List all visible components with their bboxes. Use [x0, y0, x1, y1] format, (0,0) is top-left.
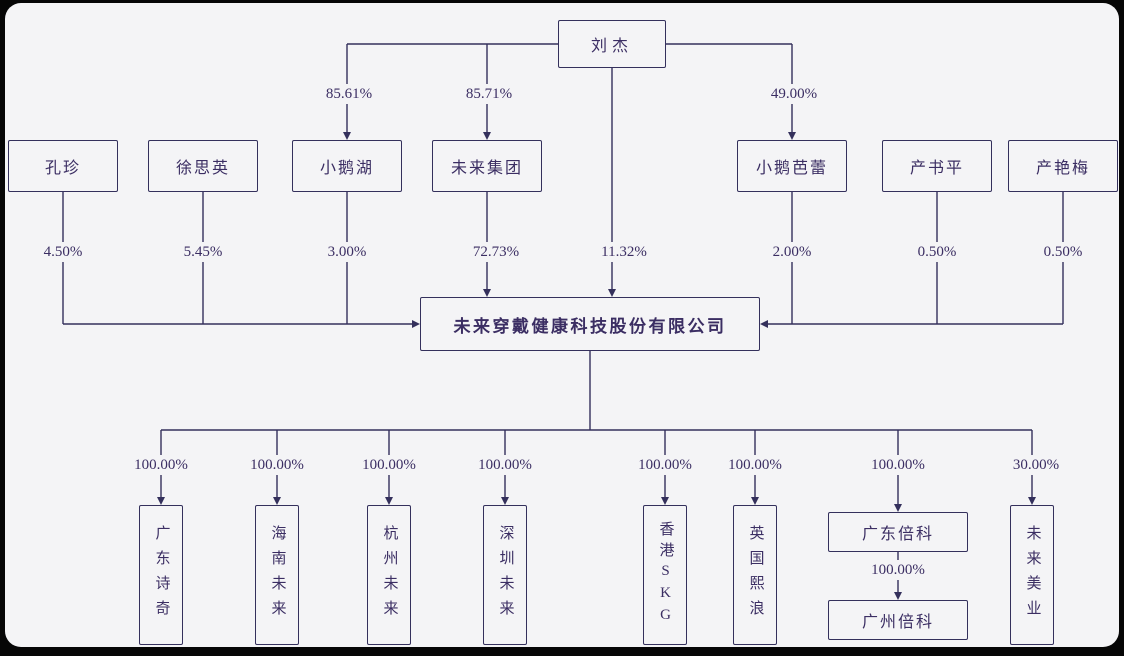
stake-label-root-to-weilai-group: 85.71% — [460, 84, 518, 104]
shareholder-label-chan-yanmei: 产艳梅 — [1035, 160, 1090, 177]
shareholder-box-kong-zhen: 孔珍 — [8, 140, 118, 192]
stake-label-xiao-e-balei: 2.00% — [767, 242, 817, 262]
stake-label-hongkong-skg: 100.00% — [633, 455, 697, 475]
subsidiary-label-guangzhou-beike: 广州倍科 — [861, 614, 934, 631]
subsidiary-label-hangzhou-weilai: 杭州未来 — [381, 525, 398, 625]
subsidiary-label-hainan-weilai: 海南未来 — [269, 525, 286, 625]
shareholder-label-weilai-group: 未来集团 — [450, 160, 523, 177]
subsidiary-label-yingguo-xilang: 英国熙浪 — [747, 525, 764, 625]
stake-label-root-to-xiao-e-hu: 85.61% — [320, 84, 378, 104]
shareholder-label-xiao-e-hu: 小鹅湖 — [319, 160, 374, 177]
stake-label-shenzhen-weilai: 100.00% — [473, 455, 537, 475]
stake-label-root-to-xiao-e-balei: 49.00% — [765, 84, 823, 104]
stake-label-guangdong-beike: 100.00% — [866, 455, 930, 475]
shareholder-box-chan-shuping: 产书平 — [882, 140, 992, 192]
stake-label-xu-siying: 5.45% — [178, 242, 228, 262]
subsidiary-label-hongkong-skg: 香港SKG — [657, 521, 674, 629]
shareholder-label-xiao-e-balei: 小鹅芭蕾 — [755, 160, 828, 177]
shareholder-label-chan-shuping: 产书平 — [909, 160, 964, 177]
shareholder-box-xiao-e-hu: 小鹅湖 — [292, 140, 402, 192]
subsidiary-box-yingguo-xilang: 英国熙浪 — [733, 505, 777, 645]
subsidiary-label-shenzhen-weilai: 深圳未来 — [497, 525, 514, 625]
subsidiary-box-shenzhen-weilai: 深圳未来 — [483, 505, 527, 645]
subsidiary-box-guangdong-shiqi: 广东诗奇 — [139, 505, 183, 645]
subsidiary-label-guangdong-beike: 广东倍科 — [861, 526, 934, 543]
stake-label-yingguo-xilang: 100.00% — [723, 455, 787, 475]
stake-label-hangzhou-weilai: 100.00% — [357, 455, 421, 475]
company-label: 未来穿戴健康科技股份有限公司 — [453, 316, 727, 336]
stake-label-hainan-weilai: 100.00% — [245, 455, 309, 475]
stake-label-weilai-meiye: 30.00% — [1007, 455, 1065, 475]
stake-label-kong-zhen: 4.50% — [38, 242, 88, 262]
shareholder-box-chan-yanmei: 产艳梅 — [1008, 140, 1118, 192]
subsidiary-label-guangdong-shiqi: 广东诗奇 — [153, 525, 170, 625]
shareholder-box-xu-siying: 徐思英 — [148, 140, 258, 192]
shareholder-box-xiao-e-balei: 小鹅芭蕾 — [737, 140, 847, 192]
subsidiary-label-weilai-meiye: 未来美业 — [1024, 525, 1041, 625]
stake-label-xiao-e-hu: 3.00% — [322, 242, 372, 262]
company-box: 未来穿戴健康科技股份有限公司 — [420, 297, 760, 351]
shareholder-label-xu-siying: 徐思英 — [175, 160, 230, 177]
subsidiary-box-guangdong-beike: 广东倍科 — [828, 512, 968, 552]
stake-label-guangdong-shiqi: 100.00% — [129, 455, 193, 475]
stake-label-chan-yanmei: 0.50% — [1038, 242, 1088, 262]
stake-label-guangzhou-beike: 100.00% — [866, 560, 930, 580]
stake-label-root-direct: 11.32% — [596, 242, 652, 262]
subsidiary-box-hainan-weilai: 海南未来 — [255, 505, 299, 645]
root-shareholder-box: 刘杰 — [558, 20, 666, 68]
stake-label-chan-shuping: 0.50% — [912, 242, 962, 262]
subsidiary-box-guangzhou-beike: 广州倍科 — [828, 600, 968, 640]
subsidiary-box-weilai-meiye: 未来美业 — [1010, 505, 1054, 645]
subsidiary-box-hangzhou-weilai: 杭州未来 — [367, 505, 411, 645]
subsidiary-box-hongkong-skg: 香港SKG — [643, 505, 687, 645]
stake-label-weilai-group: 72.73% — [467, 242, 525, 262]
root-shareholder-label: 刘杰 — [590, 38, 633, 55]
shareholder-label-kong-zhen: 孔珍 — [44, 160, 81, 177]
shareholder-box-weilai-group: 未来集团 — [432, 140, 542, 192]
